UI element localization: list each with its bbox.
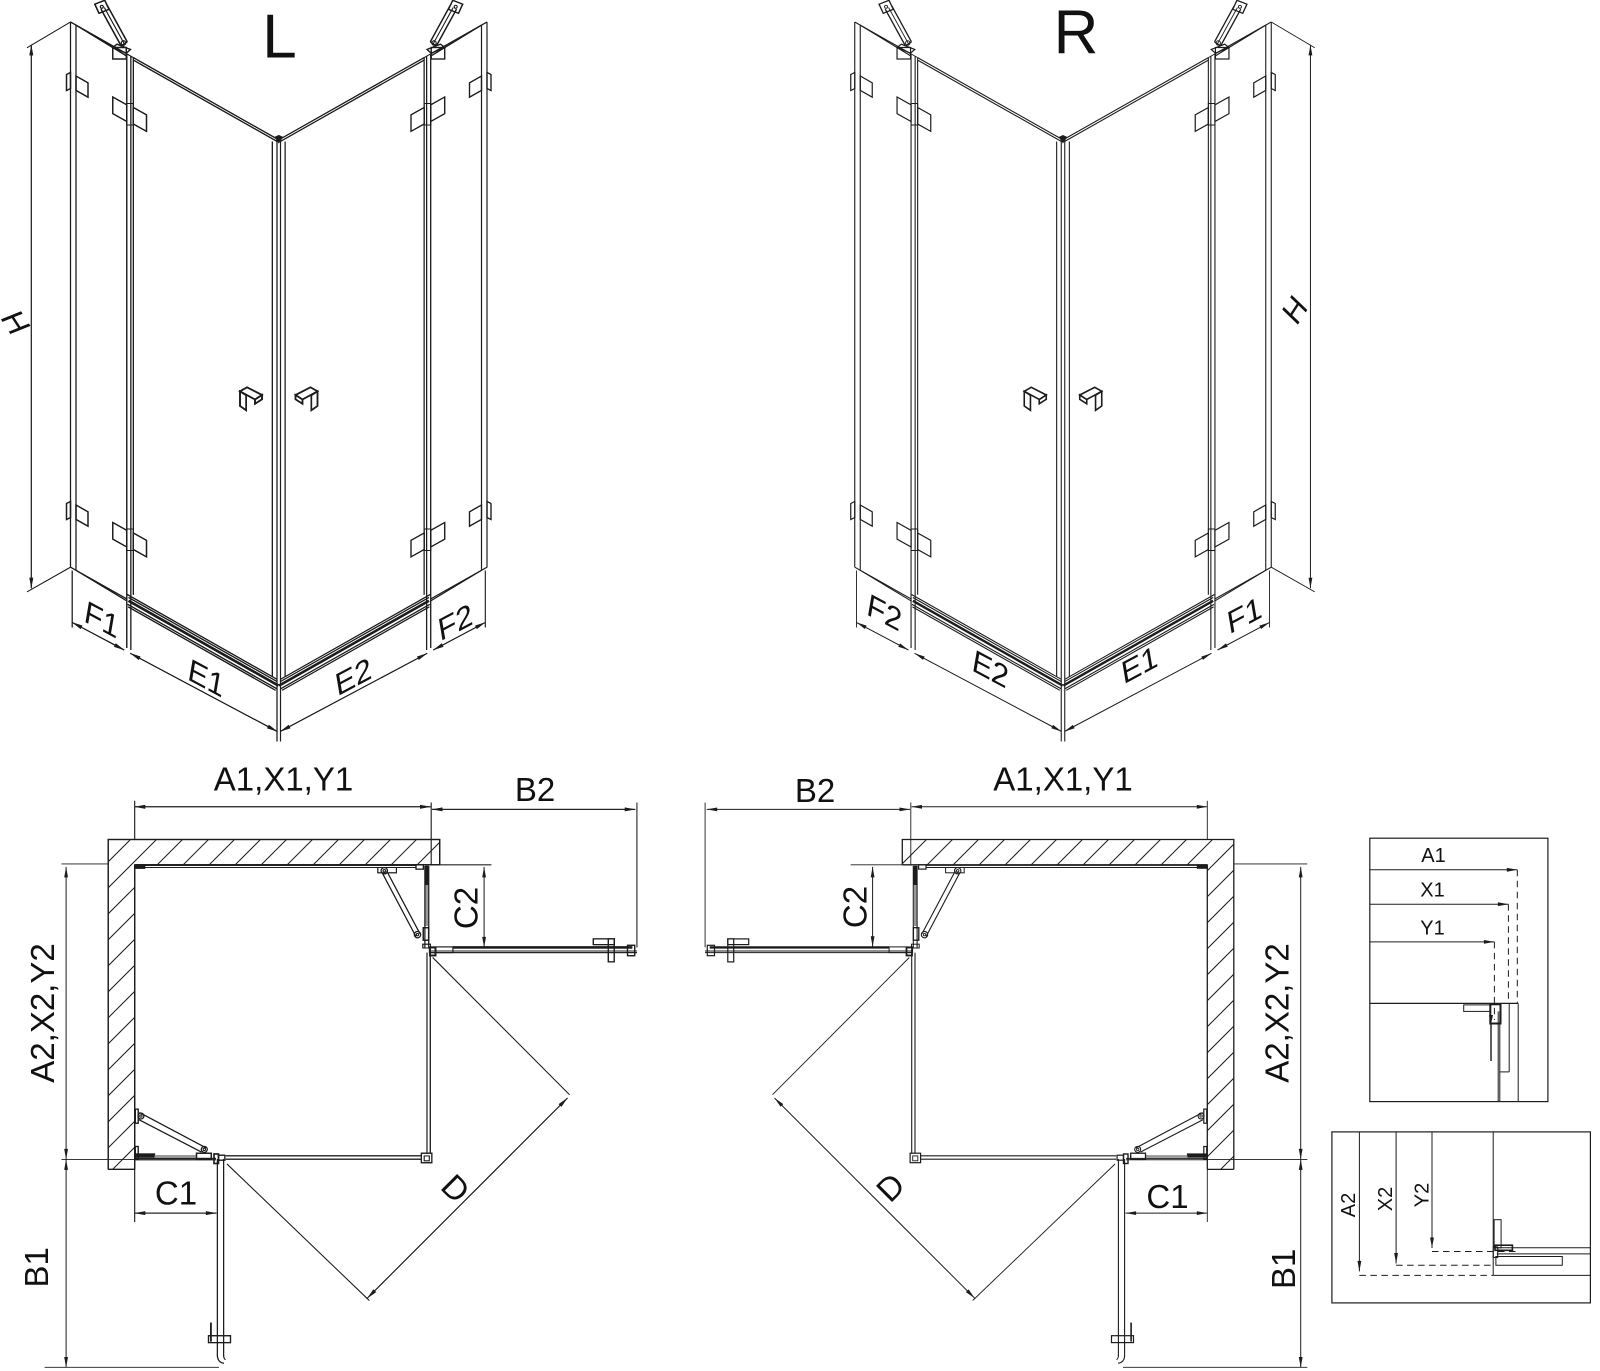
svg-text:L: L	[262, 3, 296, 72]
svg-text:Y2: Y2	[1412, 1183, 1434, 1207]
svg-text:A2,X2,Y2: A2,X2,Y2	[24, 943, 61, 1082]
svg-text:A1,X1,Y1: A1,X1,Y1	[214, 761, 353, 798]
svg-text:C2: C2	[837, 886, 874, 928]
svg-text:C1: C1	[1146, 1178, 1188, 1215]
svg-text:B2: B2	[515, 771, 555, 808]
svg-text:A2,X2,Y2: A2,X2,Y2	[1259, 943, 1296, 1082]
svg-text:A1: A1	[1421, 845, 1445, 867]
svg-text:X2: X2	[1375, 1187, 1397, 1211]
svg-text:A1,X1,Y1: A1,X1,Y1	[993, 761, 1132, 798]
svg-text:B1: B1	[1265, 1249, 1302, 1289]
svg-text:R: R	[1054, 0, 1099, 68]
svg-text:X1: X1	[1420, 880, 1444, 902]
svg-text:C2: C2	[448, 887, 485, 929]
svg-text:A2: A2	[1338, 1193, 1360, 1217]
svg-text:B1: B1	[18, 1247, 55, 1287]
svg-text:Y1: Y1	[1420, 918, 1444, 940]
svg-text:B2: B2	[795, 772, 835, 809]
svg-text:C1: C1	[155, 1175, 197, 1212]
